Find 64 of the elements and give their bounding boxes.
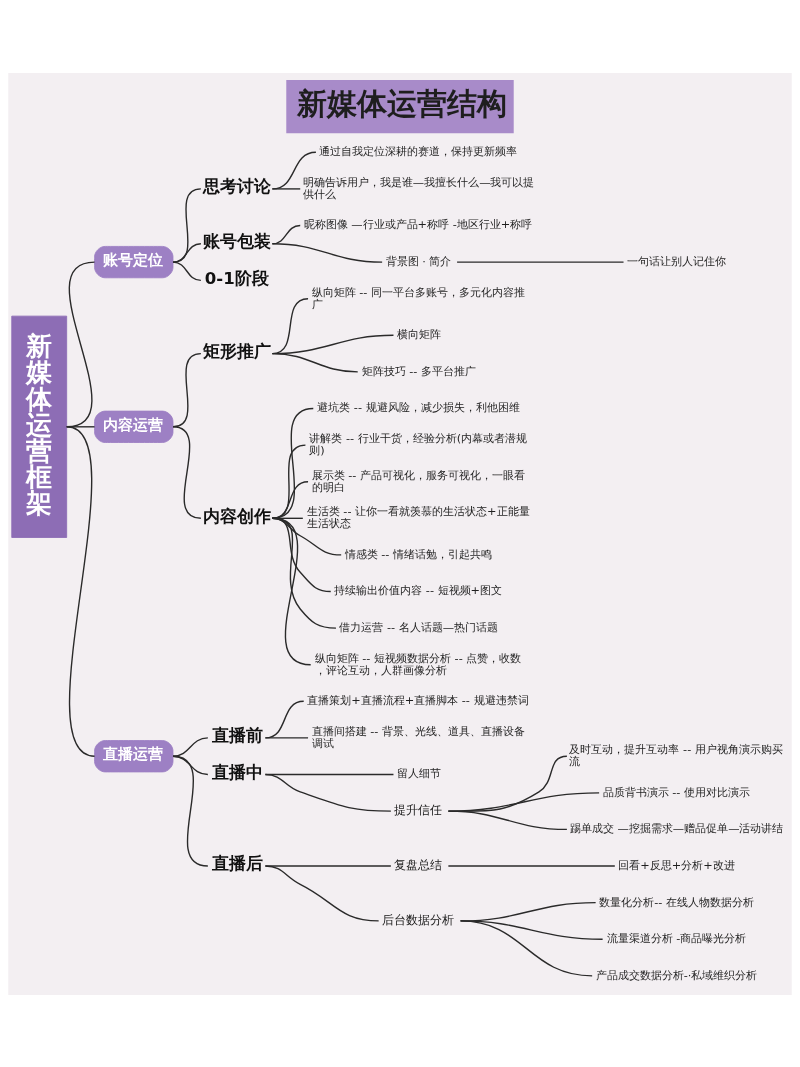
node-text: 数量化分析-- 在线人物数据分析 [599, 894, 754, 909]
connector [459, 919, 593, 977]
connector [172, 736, 209, 757]
connector [456, 260, 625, 263]
node-text: 昵称图像 —行业或产品+称呼 -地区行业+称呼 [303, 216, 533, 231]
node-text: 内容创作 [203, 506, 272, 526]
connector [271, 407, 314, 519]
connector [264, 773, 392, 812]
connector [172, 242, 202, 263]
connector [172, 425, 202, 519]
connector [271, 443, 307, 519]
node-text: 直播间搭建 -- 背景、光线、道具、直播设备调试 [311, 723, 525, 750]
connector [65, 425, 96, 757]
node-text: 直播策划+直播流程+直播脚本 -- 规避违禁词 [307, 692, 529, 707]
node-text: 复盘总结 [394, 857, 443, 872]
connector [264, 864, 380, 922]
node-text: 及时互动，提升互动率 -- 用户视角演示购买流 [569, 741, 783, 768]
node-text: 思考讨论 [203, 176, 272, 196]
connector [271, 187, 301, 190]
node-text: 展示类 -- 产品可视化，服务可视化，一眼看的明白 [311, 467, 525, 494]
node-text: 流量渠道分析 -商品曝光分析 [606, 930, 747, 945]
node-text: 一句话让别人记住你 [627, 253, 727, 268]
node-text: 避坑类 -- 规避风险，减少损失，利他困维 [317, 399, 520, 414]
connector [271, 242, 383, 263]
node-text: 直播中 [211, 762, 263, 782]
node-text: 生活类 -- 让你一看就羡慕的生活状态+正能量生活状态 [306, 503, 530, 530]
node-box: 直播运营 [94, 739, 174, 772]
connector [447, 864, 616, 867]
diagram-title: 新媒体运营结构 [297, 86, 508, 121]
node-text: 账号包装 [203, 231, 272, 251]
connector [271, 151, 317, 190]
connector [172, 755, 209, 867]
connector [264, 736, 309, 739]
node-text: 横向矩阵 [396, 326, 441, 341]
node-text: 产品成交数据分析-·私域维织分析 [595, 967, 758, 982]
connector [447, 809, 568, 830]
node-text: 提升信任 [394, 802, 443, 817]
node-box: 账号定位 [94, 245, 174, 278]
node-text: 借力运营 -- 名人话题—热门话题 [339, 619, 499, 634]
node-text: 讲解类 -- 行业干货，经验分析(内幕或者潜规则) [309, 430, 528, 457]
node-text: 直播前 [211, 725, 263, 745]
node-text: 后台数据分析 [382, 912, 455, 927]
node-text: 回看+反思+分析+改进 [618, 857, 735, 872]
node-text: 踢单成交 —挖掘需求—赠品促单—活动讲结 [569, 820, 784, 835]
node-text: 通过自我定位深耕的赛道，保持更新频率 [319, 143, 518, 158]
node-text: 矩形推广 [203, 341, 272, 361]
connector [172, 260, 202, 281]
node-box: 内容运营 [94, 410, 174, 443]
node-text: 矩阵技巧 -- 多平台推广 [361, 363, 477, 378]
node-text: 0-1阶段 [204, 268, 269, 288]
connector [271, 517, 312, 665]
connector [271, 480, 309, 519]
node-text: 直播后 [211, 853, 263, 873]
node-text: 持续输出价值内容 -- 短视频+图文 [334, 582, 503, 597]
node-box: 新媒体运营框架 [11, 315, 68, 538]
node-text: 情感类 -- 情绪话勉，引起共鸣 [344, 546, 493, 561]
connector [271, 352, 359, 373]
node-text: 纵向矩阵 -- 同一平台多账号，多元化内容推广 [311, 284, 525, 311]
connector [172, 187, 202, 263]
node-text: 背景图 · 简介 [385, 253, 452, 268]
node-text: 明确告诉用户，我是谁—我擅长什么—我可以提供什么 [302, 174, 535, 201]
node-text: 留人细节 [396, 765, 441, 780]
node-text: 品质背书演示 -- 使用对比演示 [602, 784, 750, 799]
node-text: 纵向矩阵 -- 短视频数据分析 -- 点赞，收数，评论互动，人群画像分析 [314, 650, 522, 677]
